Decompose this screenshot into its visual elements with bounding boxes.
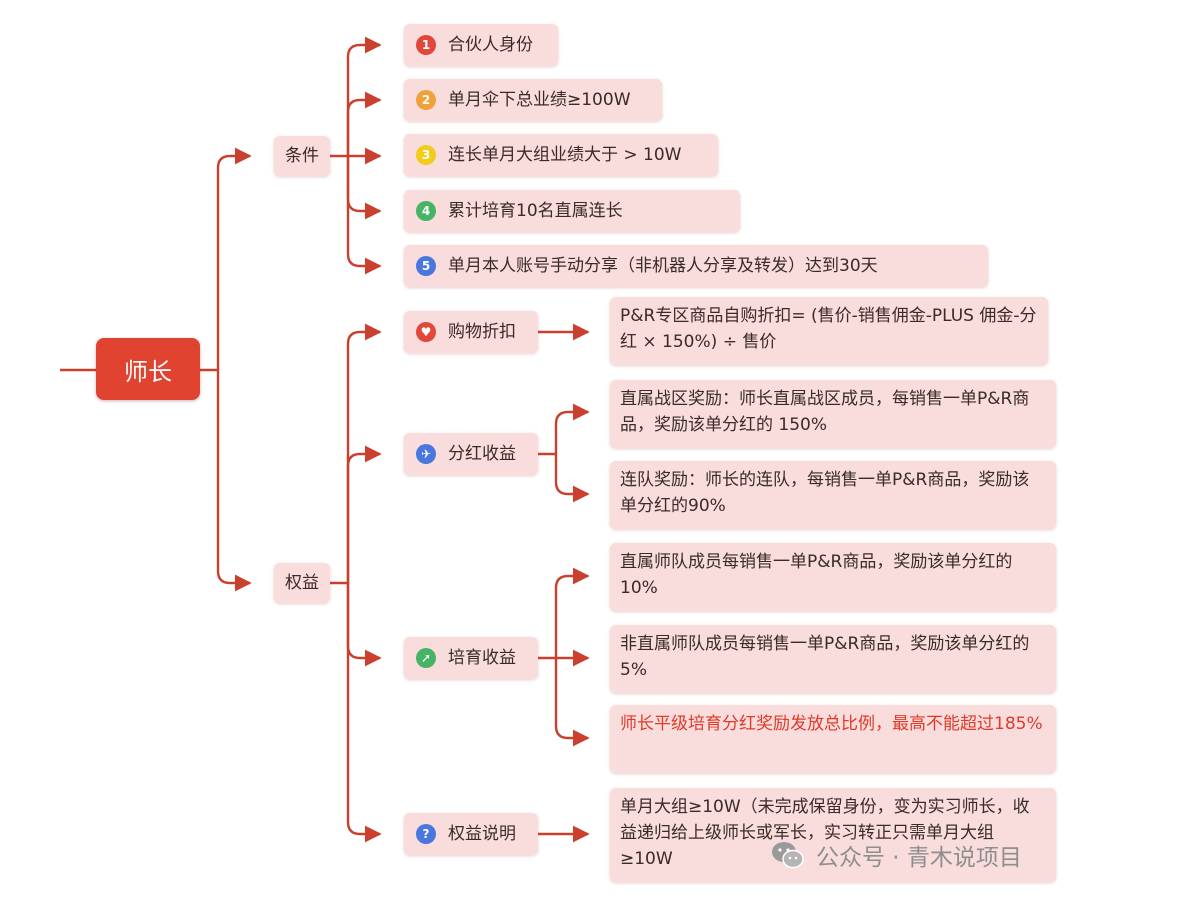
condition-item-label: 合伙人身份 xyxy=(448,35,533,55)
benefit-label: 培育收益 xyxy=(448,648,516,668)
detail-discount-formula[interactable]: P&R专区商品自购折扣= (售价-销售佣金-PLUS 佣金-分红 × 150%)… xyxy=(610,297,1048,365)
detail-company-reward[interactable]: 连队奖励：师长的连队，每销售一单P&R商品，奖励该单分红的90% xyxy=(610,461,1056,529)
number-4-badge-icon: 4 xyxy=(416,201,436,221)
detail-direct-division-reward[interactable]: 直属师队成员每销售一单P&R商品，奖励该单分红的10% xyxy=(610,543,1056,611)
condition-item-label: 单月伞下总业绩≥100W xyxy=(448,90,631,110)
connector-benefits-branch-2 xyxy=(346,445,382,583)
condition-item-label: 连长单月大组业绩大于 > 10W xyxy=(448,145,682,165)
detail-indirect-division-reward[interactable]: 非直属师队成员每销售一单P&R商品，奖励该单分红的5% xyxy=(610,625,1056,693)
benefit-explanation[interactable]: ? 权益说明 xyxy=(404,813,538,855)
branch-conditions[interactable]: 条件 xyxy=(274,136,330,176)
condition-item-partner[interactable]: 1 合伙人身份 xyxy=(404,24,558,66)
detail-direct-war-zone-reward[interactable]: 直属战区奖励：师长直属战区成员，每销售一单P&R商品，奖励该单分红的 150% xyxy=(610,380,1056,448)
connector-benefits-branch-1 xyxy=(346,323,382,583)
benefit-shopping-discount[interactable]: ♥ 购物折扣 xyxy=(404,311,538,353)
number-3-badge-icon: 3 xyxy=(416,145,436,165)
connector-cultivation-branch-3 xyxy=(554,658,590,747)
detail-max-ratio-notice[interactable]: 师长平级培育分红奖励发放总比例，最高不能超过185% xyxy=(610,705,1056,773)
running-person-icon: ➚ xyxy=(416,648,436,668)
benefit-label: 权益说明 xyxy=(448,824,516,844)
condition-item-sharing[interactable]: 5 单月本人账号手动分享（非机器人分享及转发）达到30天 xyxy=(404,245,988,287)
airplane-icon: ✈ xyxy=(416,444,436,464)
watermark: 公众号 · 青木说项目 xyxy=(770,838,1022,872)
connector-conditions-branch-1 xyxy=(346,36,382,156)
connector-cultivation-branch-1 xyxy=(554,567,590,658)
connector-conditions-branch-4 xyxy=(346,156,382,220)
condition-item-performance[interactable]: 2 单月伞下总业绩≥100W xyxy=(404,79,662,121)
benefit-dividend-income[interactable]: ✈ 分红收益 xyxy=(404,433,538,475)
connector-benefits-branch-4 xyxy=(346,583,382,843)
number-1-badge-icon: 1 xyxy=(416,35,436,55)
detail-benefit-explanation[interactable]: 单月大组≥10W（未完成保留身份，变为实习师长，收益递归给上级师长或军长，实习转… xyxy=(610,788,1056,882)
benefit-label: 分红收益 xyxy=(448,444,516,464)
connector-root-to-benefits xyxy=(216,370,252,592)
branch-benefits[interactable]: 权益 xyxy=(274,563,330,603)
benefit-cultivation-income[interactable]: ➚ 培育收益 xyxy=(404,637,538,679)
connector-root-to-conditions xyxy=(216,147,252,370)
condition-item-label: 累计培育10名直属连长 xyxy=(448,201,623,221)
watermark-text: 公众号 · 青木说项目 xyxy=(816,845,1022,871)
benefit-label: 购物折扣 xyxy=(448,322,516,342)
connector-conditions-branch-5 xyxy=(346,156,382,275)
heart-icon: ♥ xyxy=(416,322,436,342)
connector-benefits-branch-3 xyxy=(346,583,382,667)
question-mark-icon: ? xyxy=(416,824,436,844)
number-5-badge-icon: 5 xyxy=(416,256,436,276)
root-node[interactable]: 师长 xyxy=(96,338,200,400)
connector-conditions-branch-2 xyxy=(346,91,382,156)
connector-dividend-branch-1 xyxy=(554,403,590,454)
condition-item-label: 单月本人账号手动分享（非机器人分享及转发）达到30天 xyxy=(448,256,878,276)
connector-dividend-branch-2 xyxy=(554,454,590,503)
condition-item-group-performance[interactable]: 3 连长单月大组业绩大于 > 10W xyxy=(404,134,718,176)
number-2-badge-icon: 2 xyxy=(416,90,436,110)
wechat-icon xyxy=(772,842,804,869)
condition-item-cultivate[interactable]: 4 累计培育10名直属连长 xyxy=(404,190,740,232)
